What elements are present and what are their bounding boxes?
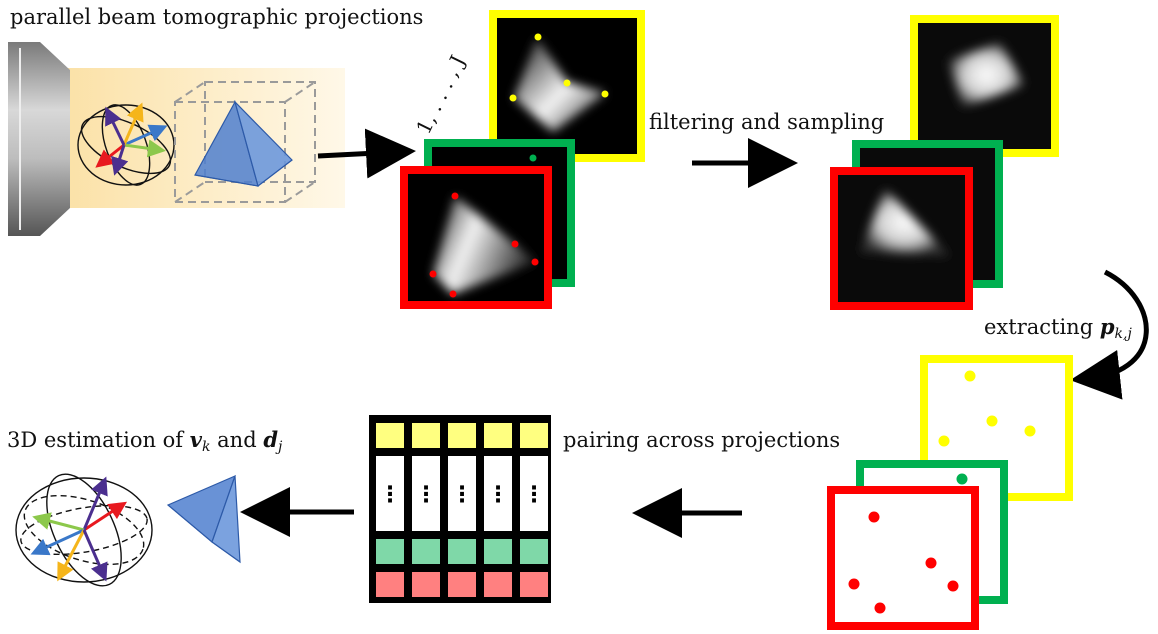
matrix-cell-red	[484, 572, 512, 597]
matrix-cell-yellow	[448, 423, 476, 448]
matrix-cell-green	[448, 539, 476, 564]
matrix-cell-green	[484, 539, 512, 564]
projection-yellow	[489, 10, 645, 162]
estimation-v-sub: k	[201, 439, 211, 455]
projection-red	[400, 166, 552, 309]
estimation-d: d	[263, 427, 279, 452]
matrix-cell-middle	[484, 456, 512, 531]
estimated-tetrahedron-icon	[166, 474, 241, 564]
matrix-ellipsis: ⋮	[415, 483, 437, 508]
filtered-projection-yellow	[910, 15, 1059, 157]
arrow-curved-extract	[1070, 269, 1149, 400]
matrix-cell-middle	[520, 456, 548, 531]
matrix-cell-red	[376, 572, 404, 597]
matrix-cell-red	[520, 572, 548, 597]
matrix-cell-red	[412, 572, 440, 597]
estimation-v: v	[189, 427, 202, 452]
matrix-cell-middle	[412, 456, 440, 531]
matrix-cell-yellow	[376, 423, 404, 448]
arrow-source-to-projections	[317, 128, 416, 179]
extracting-label: extracting pk,j	[984, 316, 1132, 341]
points-red	[827, 486, 979, 630]
estimated-sphere-icon	[15, 473, 153, 587]
matrix-cell-green	[376, 539, 404, 564]
matrix-cell-red	[448, 572, 476, 597]
extracting-text: extracting	[984, 315, 1094, 339]
matrix-cell-yellow	[484, 423, 512, 448]
title-label: parallel beam tomographic projections	[10, 5, 424, 29]
tetrahedron-icon	[194, 99, 293, 188]
matrix-ellipsis: ⋮	[379, 483, 401, 508]
matrix-cell-middle	[376, 456, 404, 531]
matrix-ellipsis: ⋮	[487, 483, 509, 508]
matrix-cell-green	[520, 539, 548, 564]
matrix-ellipsis: ⋮	[523, 483, 545, 508]
matrix-cell-yellow	[412, 423, 440, 448]
orientation-sphere-icon	[77, 102, 175, 186]
filtering-label: filtering and sampling	[649, 110, 885, 134]
matrix-cell-yellow	[520, 423, 548, 448]
matrix-cell-middle	[448, 456, 476, 531]
estimation-d-sub: j	[278, 439, 283, 455]
matrix-ellipsis: ⋮	[451, 483, 473, 508]
matrix-cell-green	[412, 539, 440, 564]
estimation-and: and	[217, 428, 257, 452]
pairing-label: pairing across projections	[563, 428, 841, 452]
estimation-label: 3D estimation of vk and dj	[7, 429, 282, 454]
extracting-var: p	[1099, 314, 1115, 339]
correspondence-matrix: ⋮ ⋮ ⋮ ⋮ ⋮	[369, 415, 551, 603]
x-ray-source-icon	[8, 42, 345, 236]
filtered-projection-red	[830, 167, 973, 310]
extracting-sub: k,j	[1114, 326, 1132, 342]
estimation-prefix: 3D estimation of	[7, 428, 184, 452]
